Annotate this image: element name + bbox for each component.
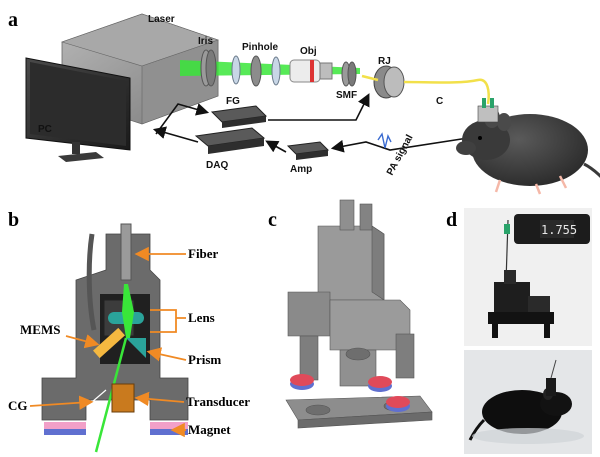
mems-mirror: [93, 327, 125, 359]
cable-b: [86, 233, 97, 331]
amplifier: Amp: [286, 141, 330, 175]
pa-signal-wave: [377, 132, 392, 149]
obj-label: Obj: [300, 46, 317, 57]
magnets-c: [290, 374, 410, 412]
c-label: C: [436, 96, 443, 107]
cg-label: CG: [8, 398, 28, 413]
magnet-label: Magnet: [188, 422, 231, 437]
pc-label: PC: [38, 124, 52, 135]
rj-label: RJ: [378, 56, 391, 67]
cover-glass: [91, 389, 107, 403]
pinhole-assembly: Pinhole: [231, 42, 281, 87]
mouse-illustration: [456, 98, 600, 195]
fiber: [120, 223, 132, 281]
cable: [403, 78, 490, 105]
callouts-b: [29, 246, 187, 438]
panel-c: c: [268, 199, 433, 429]
prism-label: Prism: [188, 352, 221, 367]
objective-lens: Obj: [289, 46, 333, 83]
iris-label: Iris: [198, 36, 213, 47]
probe-3d-model: [285, 199, 433, 429]
fiber-coupler: SMF: [336, 61, 357, 101]
function-generator: FG: [210, 96, 268, 128]
beam-b: [122, 284, 134, 338]
fiber-label: Fiber: [188, 246, 219, 261]
panel-a: a Laser Iris Pinhole Obj: [8, 9, 600, 195]
mems-label: MEMS: [20, 322, 60, 337]
daq-device: DAQ: [194, 127, 266, 171]
pc-monitor: PC: [25, 57, 131, 162]
laser-label: Laser: [148, 14, 175, 25]
transducer-label: Transducer: [186, 394, 250, 409]
signal-arrows: [152, 93, 469, 153]
probe-photo-model: [488, 270, 554, 338]
rotary-joint: RJ: [373, 56, 405, 99]
prism: [126, 338, 146, 358]
mouse-photo: [468, 359, 584, 444]
panel-d-letter: d: [446, 209, 457, 231]
lens-label: Lens: [188, 310, 215, 325]
scale-readout: 1.755: [514, 214, 590, 244]
scale-readout-value: 1.755: [541, 223, 577, 237]
transducer: [111, 383, 135, 413]
panel-b-letter: b: [8, 209, 19, 231]
panel-d: d 1.755: [446, 208, 592, 454]
fg-label: FG: [226, 96, 240, 107]
panel-a-letter: a: [8, 9, 18, 31]
beam-down: [94, 337, 128, 453]
daq-label: DAQ: [206, 160, 228, 171]
smf-label: SMF: [336, 90, 357, 101]
pinhole-label: Pinhole: [242, 42, 279, 53]
amp-label: Amp: [290, 164, 312, 175]
panel-b: b: [8, 209, 250, 453]
magnets-b: [44, 422, 188, 435]
iris: Iris: [198, 36, 217, 87]
panel-c-letter: c: [268, 209, 277, 231]
